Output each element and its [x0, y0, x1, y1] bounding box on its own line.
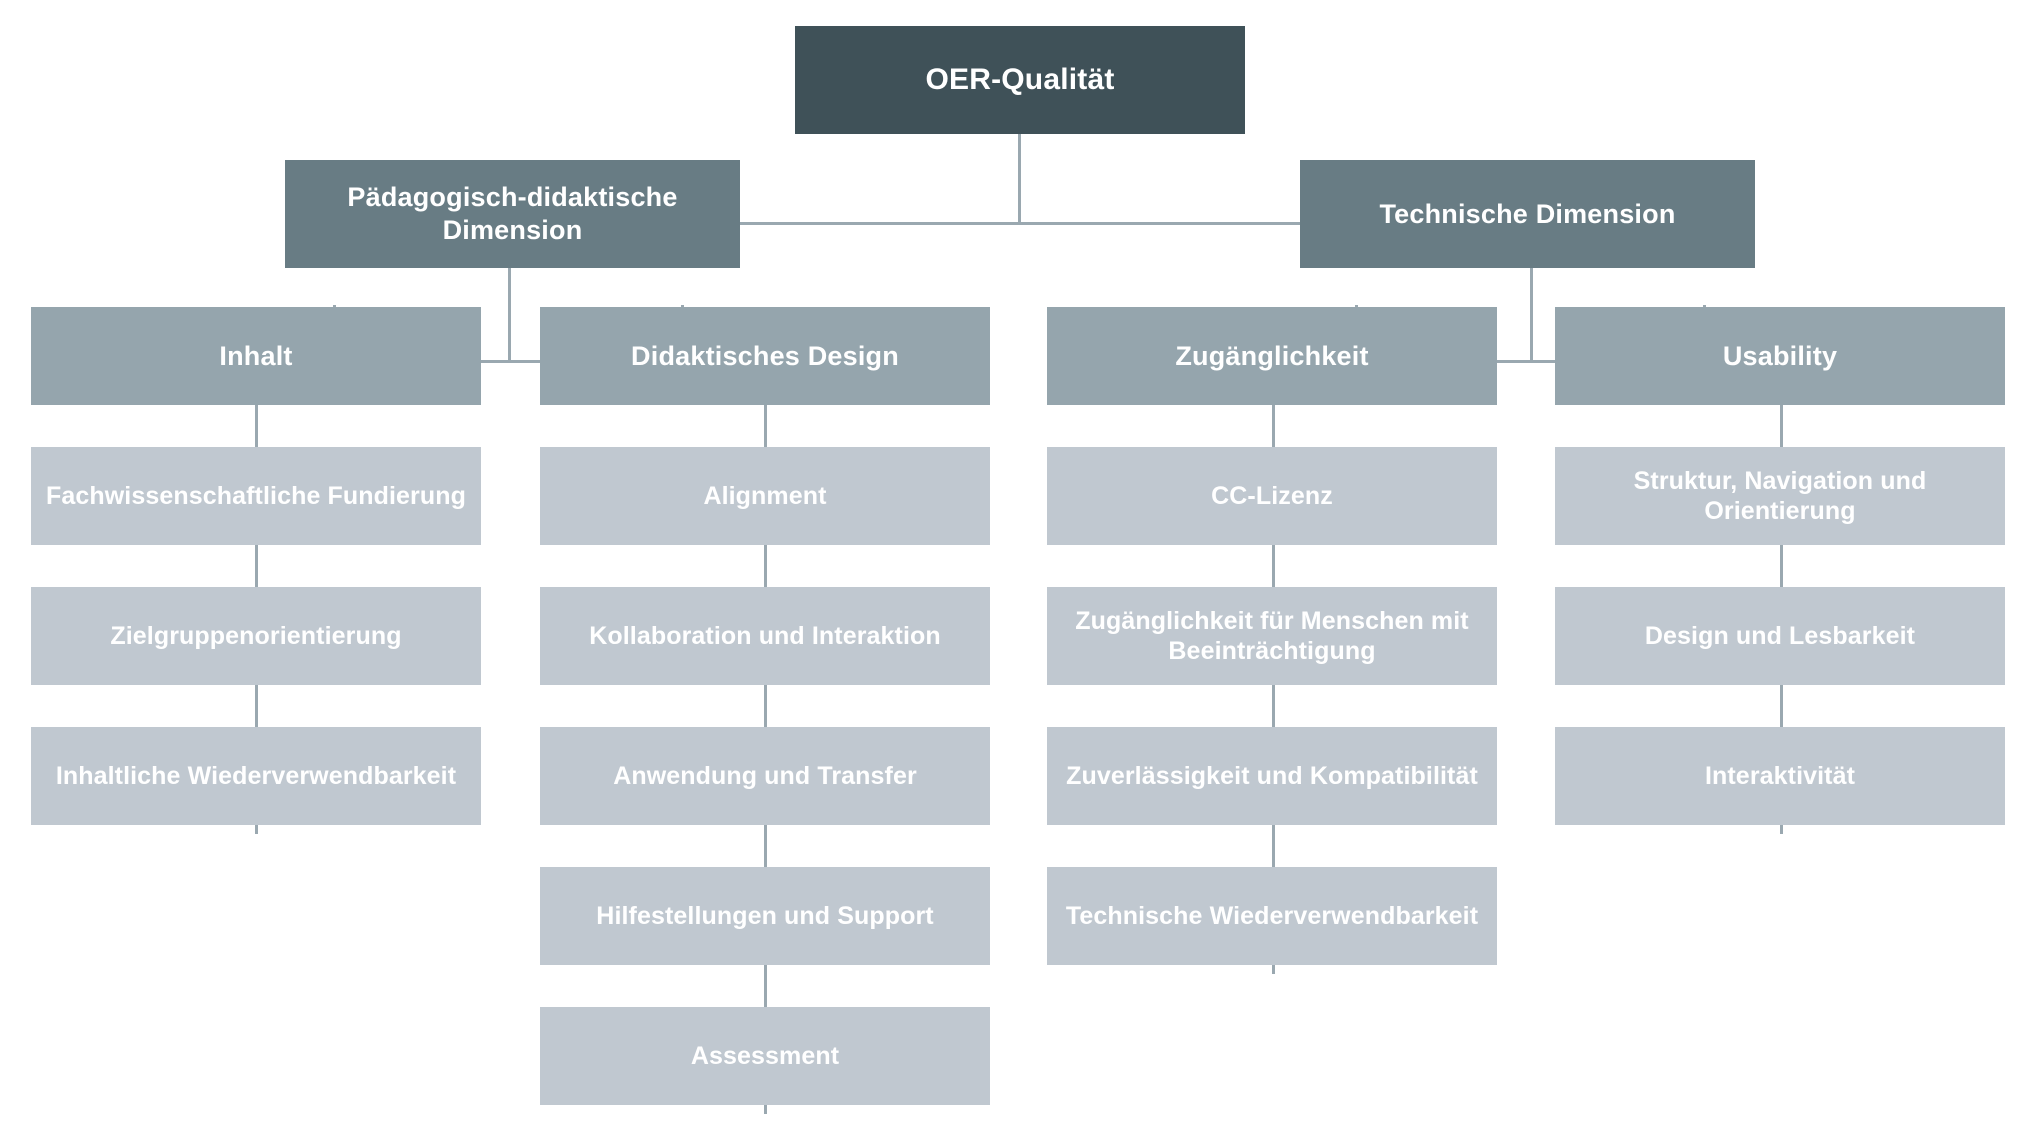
- node-criterion-hilfestellungen-und-support[interactable]: Hilfestellungen und Support: [540, 867, 990, 965]
- node-label: OER-Qualität: [925, 62, 1115, 96]
- node-criterion-struktur-navigation-und-orientierung[interactable]: Struktur, Navigation und Orientierung: [1555, 447, 2005, 545]
- node-label: Zuverlässigkeit und Kompatibilität: [1066, 761, 1478, 790]
- node-label: Inhalt: [219, 340, 293, 371]
- node-criterion-kollaboration-und-interaktion[interactable]: Kollaboration und Interaktion: [540, 587, 990, 685]
- node-label: Technische Wiederverwendbarkeit: [1065, 901, 1479, 930]
- connector-pedagogic-bus: [333, 360, 683, 363]
- connector-zugaenglichkeit-spine: [1272, 405, 1275, 974]
- node-criterion-cc-lizenz[interactable]: CC-Lizenz: [1047, 447, 1497, 545]
- node-criterion-assessment[interactable]: Assessment: [540, 1007, 990, 1105]
- node-label: Zielgruppenorientierung: [110, 621, 402, 650]
- node-criterion-anwendung-und-transfer[interactable]: Anwendung und Transfer: [540, 727, 990, 825]
- node-criterion-alignment[interactable]: Alignment: [540, 447, 990, 545]
- node-category-zugaenglichkeit[interactable]: Zugänglichkeit: [1047, 307, 1497, 405]
- node-label: CC-Lizenz: [1211, 481, 1333, 510]
- node-label: Usability: [1722, 340, 1838, 371]
- node-criterion-inhaltliche-wiederverwendbarkeit[interactable]: Inhaltliche Wiederverwendbarkeit: [31, 727, 481, 825]
- connector-pedagogic-down: [508, 268, 511, 362]
- node-label: Pädagogisch-didaktische Dimension: [347, 182, 678, 245]
- connector-root-down: [1018, 134, 1021, 224]
- node-label: Zugänglichkeit: [1175, 340, 1369, 371]
- connector-technical-bus: [1355, 360, 1705, 363]
- node-category-inhalt[interactable]: Inhalt: [31, 307, 481, 405]
- node-label: Struktur, Navigation und Orientierung: [1633, 466, 1927, 526]
- node-label: Didaktisches Design: [631, 340, 899, 371]
- node-root-oer-qualitaet[interactable]: OER-Qualität: [795, 26, 1245, 134]
- node-criterion-interaktivitaet[interactable]: Interaktivität: [1555, 727, 2005, 825]
- node-dimension-paedagogisch-didaktisch[interactable]: Pädagogisch-didaktische Dimension: [285, 160, 740, 268]
- node-label: Kollaboration und Interaktion: [589, 621, 941, 650]
- node-label: Design und Lesbarkeit: [1644, 621, 1916, 650]
- node-criterion-technische-wiederverwendbarkeit[interactable]: Technische Wiederverwendbarkeit: [1047, 867, 1497, 965]
- node-label: Assessment: [690, 1041, 840, 1070]
- node-label: Hilfestellungen und Support: [596, 901, 934, 930]
- node-label: Interaktivität: [1704, 761, 1856, 790]
- node-label: Anwendung und Transfer: [613, 761, 917, 790]
- node-category-usability[interactable]: Usability: [1555, 307, 2005, 405]
- node-criterion-fachwissenschaftliche-fundierung[interactable]: Fachwissenschaftliche Fundierung: [31, 447, 481, 545]
- node-label: Inhaltliche Wiederverwendbarkeit: [55, 761, 457, 790]
- node-category-didaktisches-design[interactable]: Didaktisches Design: [540, 307, 990, 405]
- connector-technical-down: [1530, 268, 1533, 362]
- node-criterion-zielgruppenorientierung[interactable]: Zielgruppenorientierung: [31, 587, 481, 685]
- node-label: Technische Dimension: [1379, 198, 1676, 229]
- node-dimension-technisch[interactable]: Technische Dimension: [1300, 160, 1755, 268]
- node-criterion-design-und-lesbarkeit[interactable]: Design und Lesbarkeit: [1555, 587, 2005, 685]
- node-label: Alignment: [703, 481, 827, 510]
- node-criterion-zugaenglichkeit-fuer-menschen-mit-beeintraechtigung[interactable]: Zugänglichkeit für Menschen mit Beeinträ…: [1047, 587, 1497, 685]
- node-criterion-zuverlaessigkeit-und-kompatibilitaet[interactable]: Zuverlässigkeit und Kompatibilität: [1047, 727, 1497, 825]
- node-label: Zugänglichkeit für Menschen mit Beeinträ…: [1075, 606, 1469, 666]
- node-label: Fachwissenschaftliche Fundierung: [46, 481, 466, 510]
- connector-level2-bus: [733, 222, 1305, 225]
